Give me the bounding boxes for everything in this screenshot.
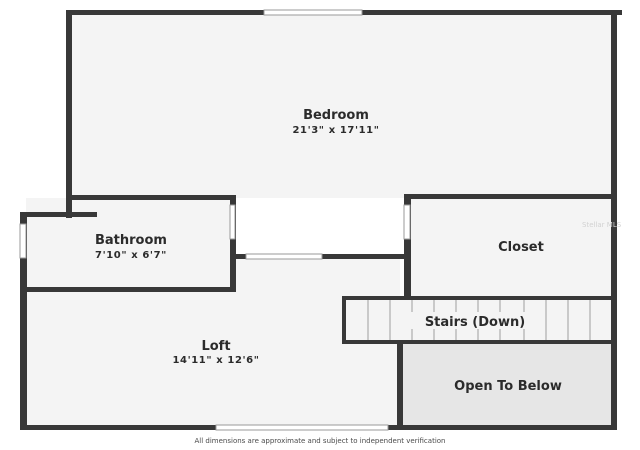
bathroom-name: Bathroom xyxy=(95,233,167,248)
window-bottom xyxy=(215,424,389,431)
stairs-name: Stairs (Down) xyxy=(425,315,525,330)
bedroom-bath-wall xyxy=(72,195,236,200)
open-to-below-name: Open To Below xyxy=(454,379,562,394)
closet-left-wall xyxy=(404,194,411,299)
loft-name: Loft xyxy=(201,339,230,354)
outer-wall-left-lower xyxy=(20,212,27,430)
bathroom-dimensions: 7'10" x 6'7" xyxy=(95,250,167,261)
bedroom-floor xyxy=(72,14,612,198)
bedroom-loft-wall-left xyxy=(236,254,246,259)
loft-dimensions: 14'11" x 12'6" xyxy=(172,355,259,366)
outer-wall-right xyxy=(611,10,617,430)
watermark: Stellar MLS xyxy=(582,221,622,229)
open-below-left-wall xyxy=(397,340,403,430)
doorway-loft xyxy=(245,253,323,260)
stairs-label-bg xyxy=(406,312,544,329)
stairs-bottom-wall xyxy=(342,340,615,344)
loft-floor xyxy=(26,256,400,427)
stairs-top-wall xyxy=(342,296,615,300)
bath-bottom-wall xyxy=(20,287,236,292)
closet-floor xyxy=(410,198,612,298)
doorway-bath xyxy=(229,204,236,240)
bedroom-dimensions: 21'3" x 17'11" xyxy=(292,125,379,136)
window-left xyxy=(19,223,27,259)
outer-wall-left-upper xyxy=(66,10,72,218)
disclaimer-footer: All dimensions are approximate and subje… xyxy=(194,437,446,445)
bedroom-loft-wall-right xyxy=(322,254,406,259)
open-to-below-area xyxy=(403,344,612,427)
doorway-closet xyxy=(403,204,411,240)
stairs-left-wall xyxy=(342,296,346,344)
bath-right-wall xyxy=(230,195,236,292)
outer-wall-bathroom-top xyxy=(20,212,97,217)
window-top xyxy=(263,9,363,16)
closet-top-wall xyxy=(404,194,615,199)
closet-name: Closet xyxy=(498,240,544,255)
bedroom-name: Bedroom xyxy=(303,108,369,123)
